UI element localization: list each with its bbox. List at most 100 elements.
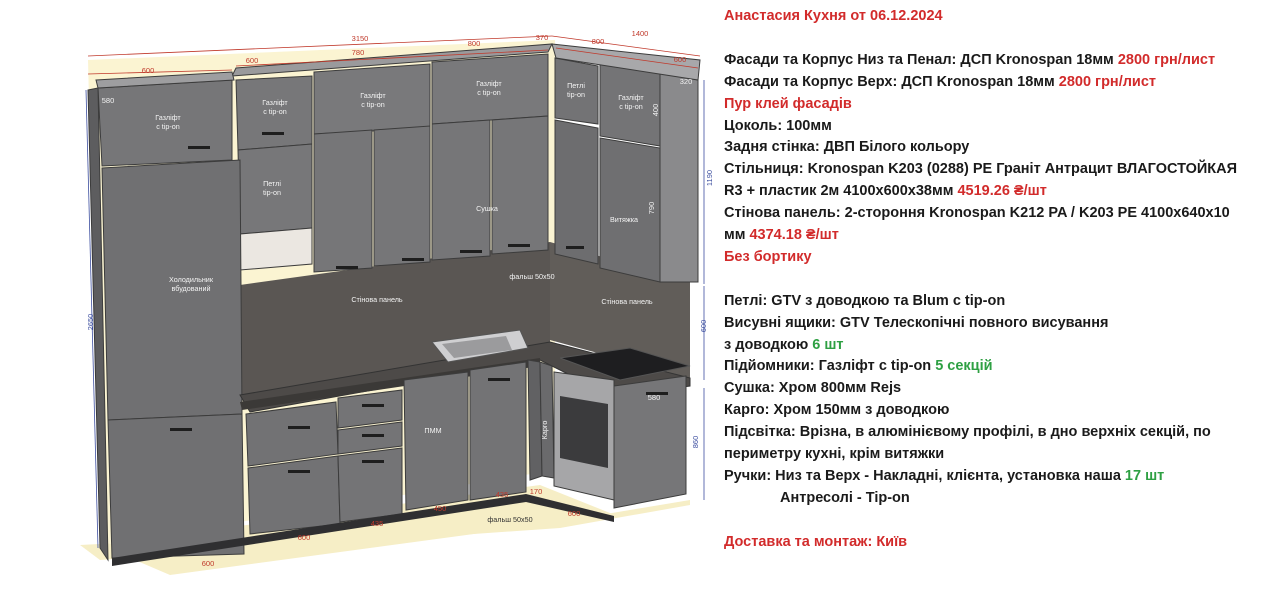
- upper-corner-1: [554, 119, 599, 265]
- spec-line: Ручки: Низ та Верх - Накладні, клієнта, …: [724, 466, 1276, 488]
- tall-cabinet-side: [87, 87, 109, 562]
- label-dryer: Сушка: [476, 204, 498, 213]
- upper-cab-6: [313, 129, 373, 273]
- label-wall-panel-1: Стінова панель: [351, 295, 403, 304]
- spec-text: Карго: Хром 150мм з доводкою: [724, 402, 950, 419]
- upper-corner-top: [554, 57, 599, 125]
- dim-580-top: 580: [102, 96, 115, 105]
- label-line: Витяжка: [610, 215, 638, 224]
- lower-right-cab: [613, 375, 687, 509]
- spec-text: Фасади та Корпус Низ та Пенал: ДСП Krono…: [724, 51, 1118, 68]
- dim-860: 860: [691, 436, 700, 449]
- dim-370: 370: [536, 33, 549, 42]
- spec-text: 2800 грн/лист: [1117, 51, 1216, 68]
- spec-text: 4519.26 ₴/шт: [957, 183, 1047, 200]
- label-line: ПММ: [424, 426, 441, 435]
- kitchen-drawing: 3150 370 800 1400 600 600 780 800 600 43…: [80, 29, 714, 575]
- cooktop: [559, 347, 691, 381]
- dim-2650: 2650: [86, 314, 95, 331]
- label-line: Газліфт: [476, 79, 502, 88]
- dim-1400: 1400: [632, 29, 649, 38]
- label-wall-panel-2: Стінова панель: [601, 297, 653, 306]
- spec-text: Підйомники: Газліфт с tip-on: [724, 358, 936, 375]
- dims-red: 3150 370 800 1400 600 600 780 800 600 43…: [142, 29, 687, 568]
- dim-3150: 3150: [352, 34, 369, 43]
- label-line: Газліфт: [262, 98, 288, 107]
- spec-line: периметру кухні, крім витяжки: [724, 444, 1276, 466]
- corner-lower: [539, 361, 555, 479]
- handles: [170, 132, 668, 473]
- dim-800-top: 800: [592, 37, 605, 46]
- dim-600-floor-2: 600: [202, 559, 215, 568]
- label-filler-bottom: фальш 50х50: [487, 515, 532, 524]
- spec-text: 5 секцій: [935, 358, 993, 375]
- spec-gap: [724, 28, 1276, 50]
- wall-panel-main: [240, 242, 550, 395]
- lower-drawer-cab-2: [247, 455, 341, 535]
- spec-text: периметру кухні, крім витяжки: [724, 446, 945, 463]
- upper-cab-9: [491, 115, 549, 255]
- dim-400: 400: [651, 104, 660, 117]
- spec-text: мм: [724, 227, 750, 244]
- spec-text: Висувні ящики: GTV Телескопічні повного …: [724, 314, 1109, 331]
- spec-title: Анастасия Кухня от 06.12.2024: [724, 8, 943, 24]
- lower-drawers-3: [337, 447, 403, 523]
- label-line: с tip-on: [477, 88, 501, 97]
- label-filler-top: фальш 50х50: [509, 272, 554, 281]
- spec-line: Стільниця: Kronospan K203 (0288) PE Гран…: [724, 159, 1276, 181]
- dim-600-floor: 600: [298, 533, 311, 542]
- spec-lines: Фасади та Корпус Низ та Пенал: ДСП Krono…: [724, 50, 1276, 554]
- spec-text: Задня стінка: ДВП Білого кольору: [724, 139, 970, 156]
- spec-line: Висувні ящики: GTV Телескопічні повного …: [724, 313, 1276, 335]
- label-cargo: Карго: [540, 421, 549, 440]
- lower-drawers-2: [337, 421, 403, 455]
- kitchen-render: 3150 370 800 1400 600 600 780 800 600 43…: [80, 29, 714, 575]
- spec-text: Сушка: Хром 800мм Rejs: [724, 380, 902, 397]
- spec-text: Петлі: GTV з доводкою та Blum с tip-on: [724, 292, 1006, 309]
- sink-cabinet: [469, 361, 527, 501]
- dim-435-a: 435: [371, 519, 384, 528]
- spec-text: Стільниця: Kronospan K203 (0288) PE Гран…: [724, 161, 1238, 178]
- dim-435-b: 435: [496, 490, 509, 499]
- spec-line: Петлі: GTV з доводкою та Blum с tip-on: [724, 291, 1276, 313]
- label-line: фальш 50х50: [487, 515, 532, 524]
- spec-text: 17 шт: [1124, 468, 1165, 484]
- spec-line: Фасади та Корпус Верх: ДСП Kronospan 18м…: [724, 72, 1276, 94]
- label-hood: Витяжка: [610, 215, 638, 224]
- label-dishwasher: ПММ: [424, 426, 441, 435]
- lower-drawers-1: [337, 389, 403, 429]
- dim-600-floor-3: 600: [568, 509, 581, 518]
- countertop-edge: [240, 358, 540, 410]
- spec-text: Фасади та Корпус Верх: ДСП Kronospan 18м…: [724, 73, 1059, 90]
- dim-600-b: 600: [246, 56, 259, 65]
- spec-line: Цоколь: 100мм: [724, 116, 1276, 138]
- spec-line: Сушка: Хром 800мм Rejs: [724, 378, 1276, 400]
- label-line: Газліфт: [155, 113, 181, 122]
- dim-450: 450: [434, 504, 447, 513]
- spec-text: 6 шт: [812, 336, 844, 353]
- label-line: с tip-on: [361, 100, 385, 109]
- dim-600-vert: 600: [699, 320, 708, 333]
- dishwasher-front: [403, 371, 469, 511]
- dim-1190: 1190: [705, 170, 712, 186]
- label-line: с tip-on: [619, 102, 643, 111]
- dim-600-right: 600: [674, 55, 687, 64]
- dim-320: 320: [680, 77, 693, 86]
- spec-text: 4374.18 ₴/шт: [749, 227, 839, 244]
- spec-text: з доводкою: [724, 336, 813, 353]
- spec-line: Антресолі - Tip-on: [724, 488, 1276, 510]
- oven-window: [560, 396, 608, 468]
- spec-text: Без бортику: [724, 248, 812, 265]
- spec-line: Фасади та Корпус Низ та Пенал: ДСП Krono…: [724, 50, 1276, 72]
- dims-white: 320 580 400 790 580: [102, 77, 693, 402]
- label-line: Сушка: [476, 204, 498, 213]
- spec-line: з доводкою 6 шт: [724, 335, 1276, 357]
- spec-line: мм 4374.18 ₴/шт: [724, 225, 1276, 247]
- spec-gap: [724, 510, 1276, 532]
